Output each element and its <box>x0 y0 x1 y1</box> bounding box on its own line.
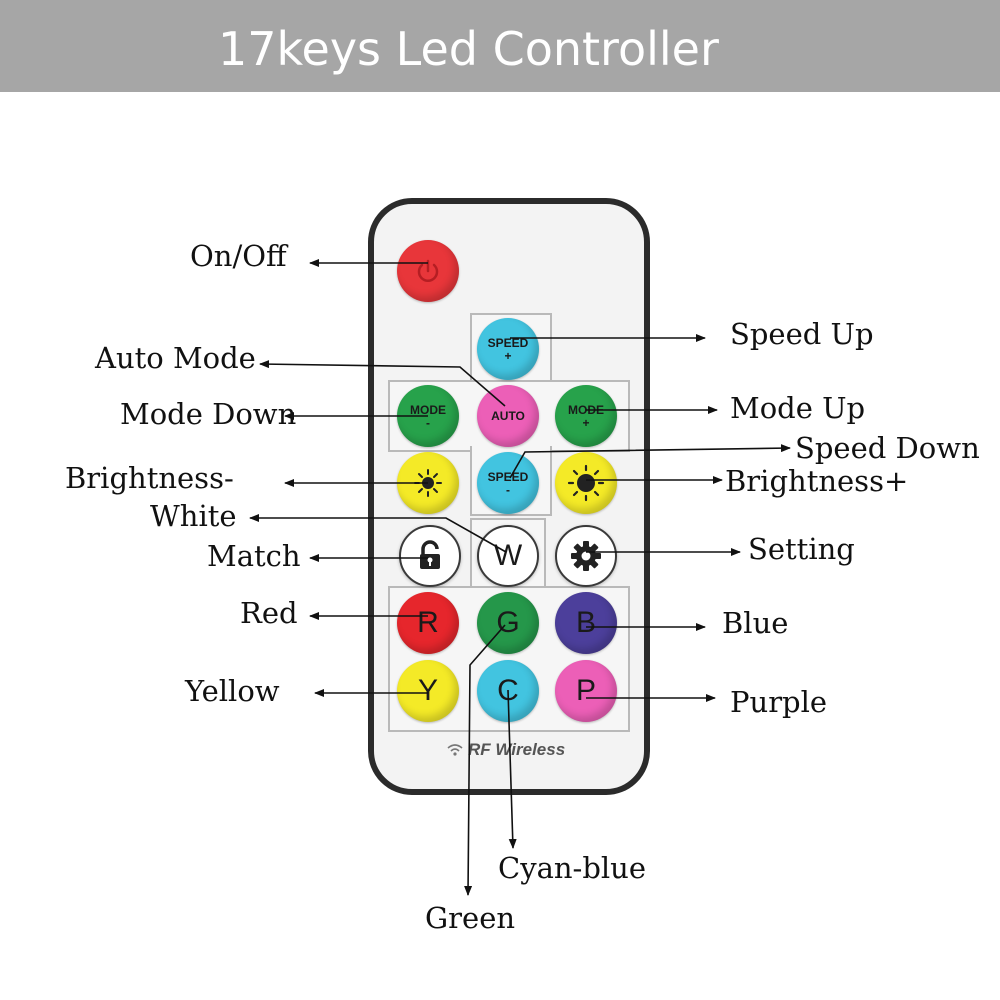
label-cyan-blue: Cyan-blue <box>498 851 647 885</box>
label-green: Green <box>425 901 516 935</box>
white-letter: W <box>493 539 523 572</box>
brightness-minus-button[interactable] <box>397 452 459 514</box>
label-speed-up: Speed Up <box>730 317 874 351</box>
cyan-button[interactable]: C <box>477 660 539 722</box>
purple-button[interactable]: P <box>555 660 617 722</box>
speed-down-sign: - <box>506 482 510 497</box>
label-mode-down: Mode Down <box>120 397 297 431</box>
label-red: Red <box>240 596 298 630</box>
blue-letter: B <box>575 606 596 639</box>
mode-down-button[interactable]: MODE - <box>397 385 459 447</box>
red-letter: R <box>417 606 439 639</box>
yellow-letter: Y <box>417 674 438 707</box>
mode-down-text: MODE <box>410 402 446 417</box>
green-button[interactable]: G <box>477 592 539 654</box>
auto-button[interactable]: AUTO <box>477 385 539 447</box>
rf-wireless-text: RF Wireless <box>468 740 566 759</box>
cyan-letter: C <box>497 674 519 707</box>
label-purple: Purple <box>730 685 828 719</box>
label-on-off: On/Off <box>190 239 287 273</box>
mode-down-sign: - <box>426 415 430 430</box>
speed-down-button[interactable]: SPEED - <box>477 452 539 514</box>
label-white: White <box>150 499 237 533</box>
label-match: Match <box>207 539 301 573</box>
sun-large-icon <box>567 464 605 502</box>
label-brightness-plus: Brightness+ <box>725 464 909 498</box>
setting-button[interactable] <box>555 525 617 587</box>
mode-up-text: MODE <box>568 402 604 417</box>
speed-up-button[interactable]: SPEED + <box>477 318 539 380</box>
mode-up-sign: + <box>582 415 590 430</box>
label-brightness-minus: Brightness- <box>65 461 234 495</box>
gear-icon <box>571 541 601 571</box>
green-letter: G <box>496 606 520 639</box>
lock-icon <box>420 540 440 569</box>
yellow-button[interactable]: Y <box>397 660 459 722</box>
speed-up-sign: + <box>504 348 512 363</box>
wifi-icon <box>447 744 463 756</box>
rf-wireless-mark: RF Wireless <box>446 740 565 760</box>
label-auto-mode: Auto Mode <box>95 341 256 375</box>
mode-up-button[interactable]: MODE + <box>555 385 617 447</box>
label-setting: Setting <box>748 532 855 566</box>
match-button[interactable] <box>399 525 461 587</box>
header-bar: 17keys Led Controller <box>0 0 1000 92</box>
label-mode-up: Mode Up <box>730 391 866 425</box>
on-off-button[interactable] <box>397 240 459 302</box>
blue-button[interactable]: B <box>555 592 617 654</box>
red-button[interactable]: R <box>397 592 459 654</box>
speed-down-text: SPEED <box>487 469 529 484</box>
label-speed-down: Speed Down <box>795 431 980 465</box>
speed-up-text: SPEED <box>487 335 529 350</box>
power-icon <box>417 259 439 282</box>
page-title: 17keys Led Controller <box>218 22 719 76</box>
label-yellow: Yellow <box>185 674 280 708</box>
brightness-plus-button[interactable] <box>555 452 617 514</box>
sun-small-icon <box>414 469 442 497</box>
auto-text: AUTO <box>491 408 525 423</box>
white-button[interactable]: W <box>477 525 539 587</box>
purple-letter: P <box>575 674 596 707</box>
label-blue: Blue <box>722 606 789 640</box>
